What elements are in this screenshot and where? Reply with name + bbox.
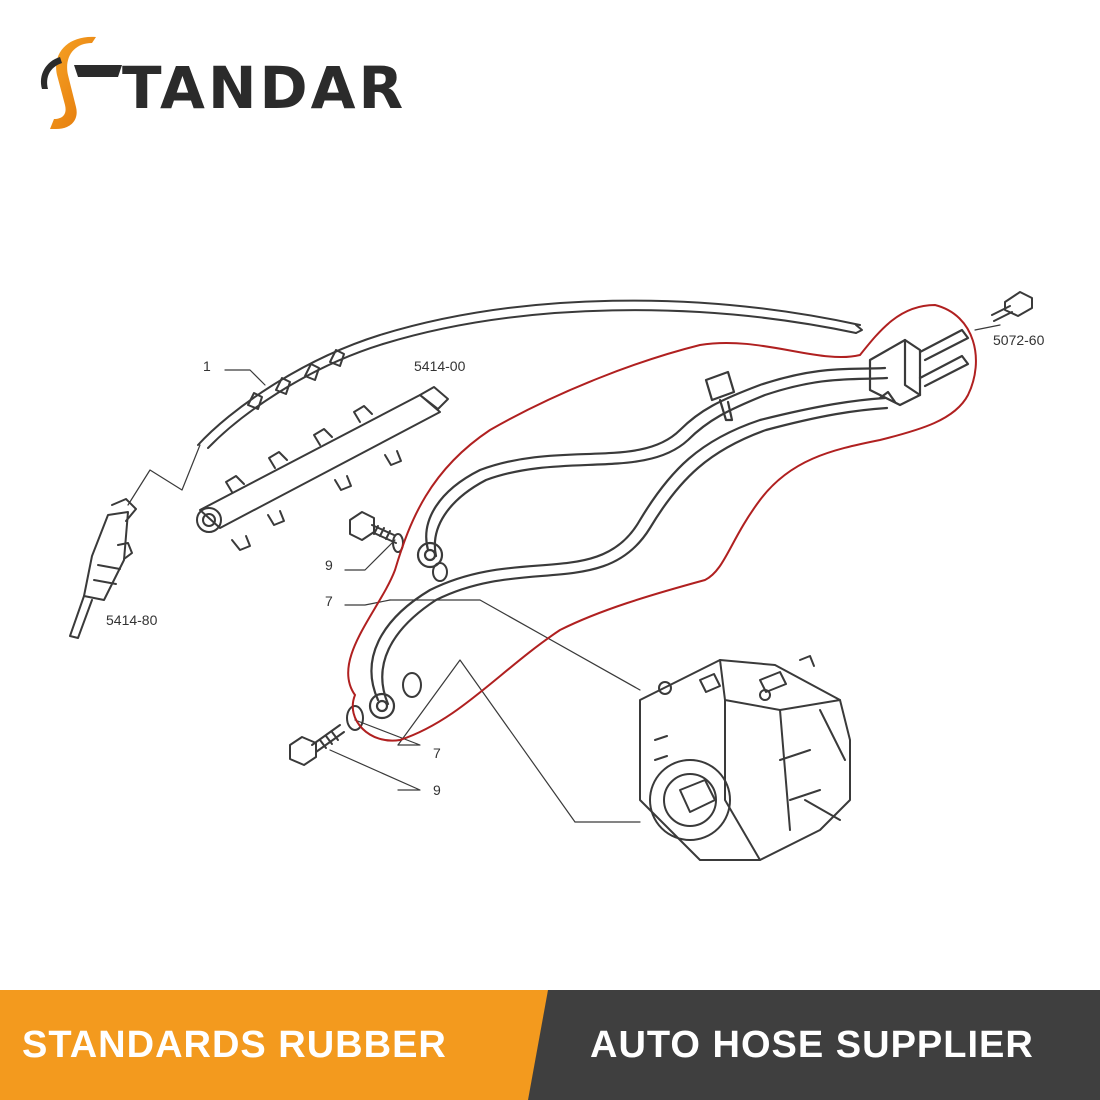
callout-part-9-upper: 9 (325, 557, 333, 573)
fuel-rail (196, 386, 449, 551)
callout-part-5414-00: 5414-00 (414, 358, 466, 374)
banner-right-text: AUTO HOSE SUPPLIER (590, 1024, 1034, 1066)
banner-left-text: STANDARDS RUBBER (22, 1024, 447, 1066)
banjo-bolt-lower (289, 724, 345, 766)
banner-background (0, 990, 1100, 1100)
callout-part-9-lower: 9 (433, 782, 441, 798)
highlight-outline (347, 303, 977, 742)
callout-part-7-upper: 7 (325, 593, 333, 609)
brand-name: TANDAR (122, 54, 407, 122)
leak-off-hose-assembly (368, 328, 970, 720)
brand-logo: TANDAR (30, 35, 450, 135)
bottom-banner: STANDARDS RUBBER AUTO HOSE SUPPLIER (0, 990, 1100, 1100)
callout-part-7-lower: 7 (433, 745, 441, 761)
callout-part-5072-60: 5072-60 (993, 332, 1045, 348)
stylized-s-hose-icon (40, 36, 122, 129)
banjo-bolt-upper (349, 511, 397, 544)
hollow-bolt (991, 291, 1033, 322)
callout-part-1: 1 (203, 358, 211, 374)
callout-part-5414-80: 5414-80 (106, 612, 158, 628)
high-pressure-pump (639, 655, 851, 861)
sealing-washer-lower (346, 705, 364, 731)
return-line-hose (197, 299, 863, 449)
fuel-injector (69, 498, 137, 639)
